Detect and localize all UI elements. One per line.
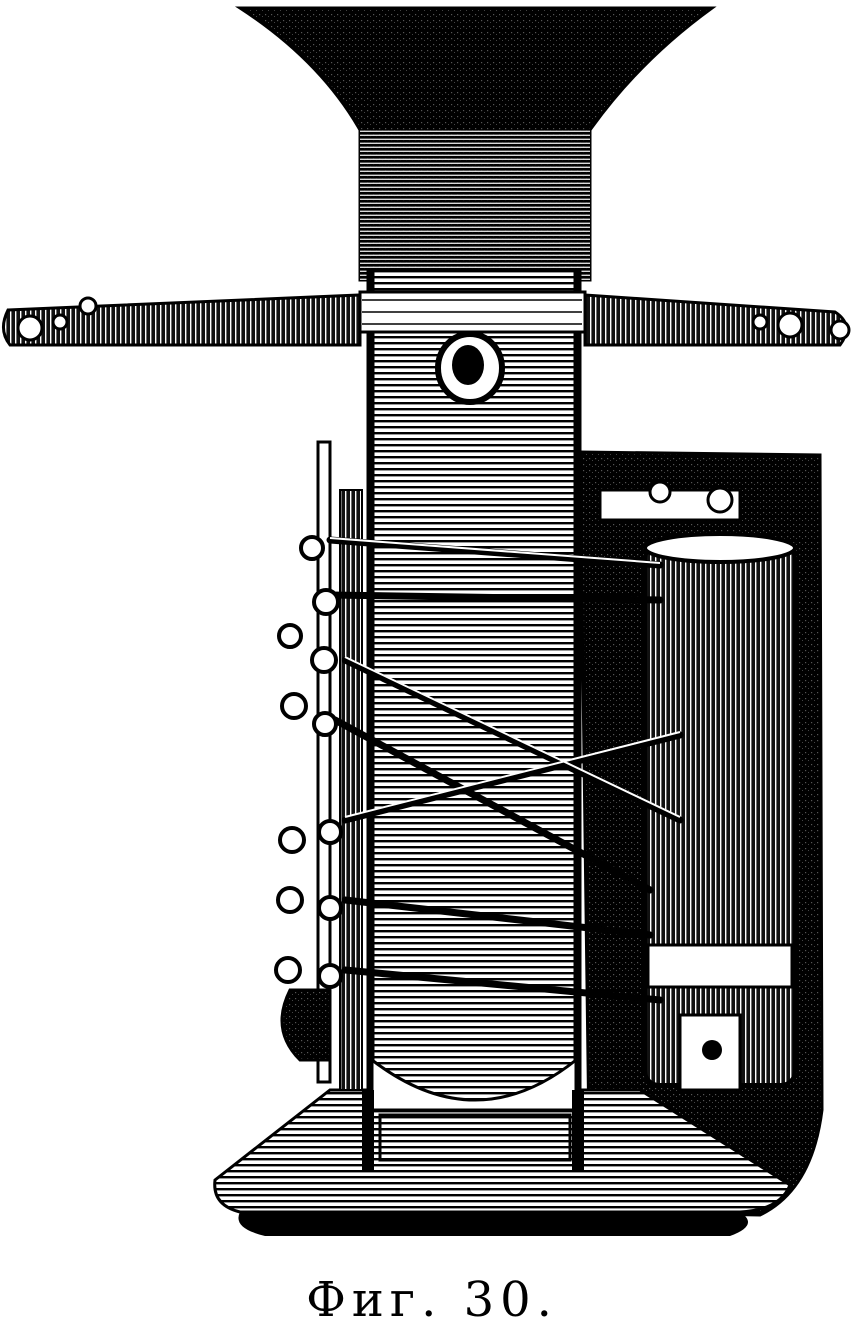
figure-caption: Фиг. 30. [306,1272,558,1328]
tension-rods [326,536,684,1004]
wing-nuts [274,535,343,989]
apparatus-engraving [2,6,851,1236]
